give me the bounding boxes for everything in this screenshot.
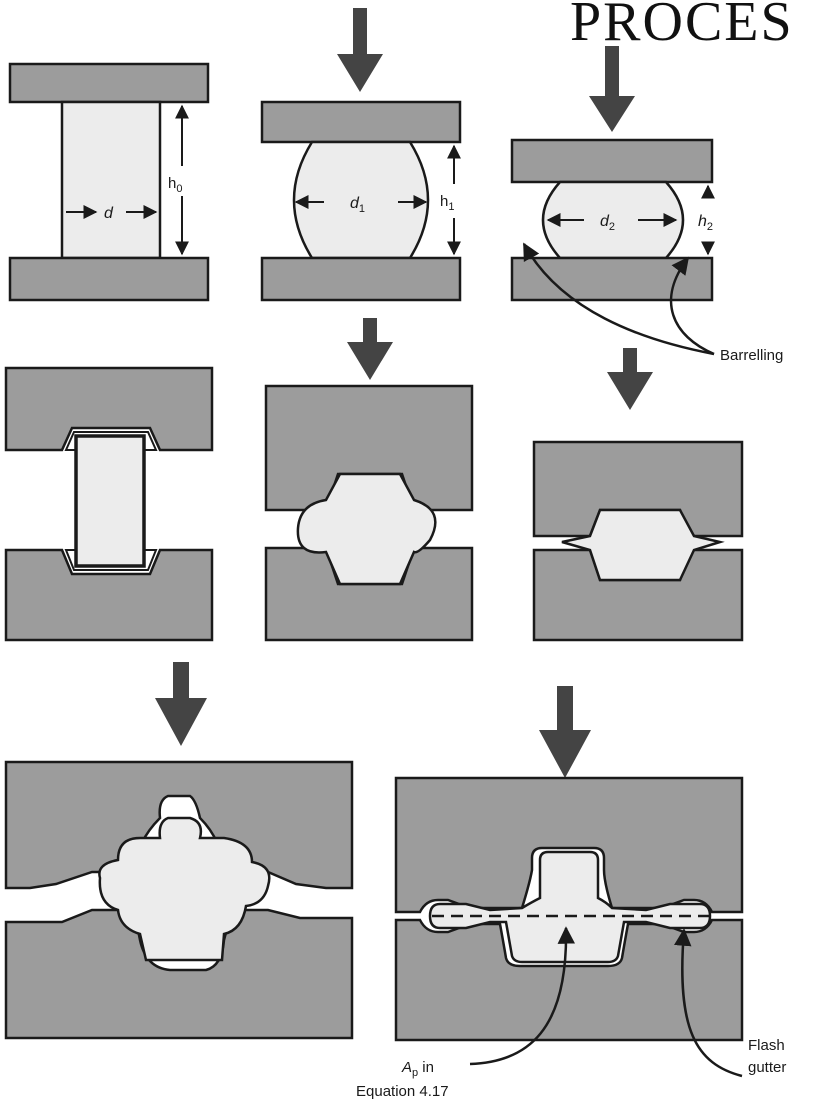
label-d2: d2 <box>600 213 615 233</box>
upper-impression-die <box>264 384 474 512</box>
label-barrelling: Barrelling <box>720 347 783 364</box>
lower-impression-die <box>4 548 214 642</box>
lower-flat-die <box>510 256 714 302</box>
label-equation-ref: Equation 4.17 <box>356 1083 449 1100</box>
panel-flash-final: Flash gutter Ap in Equation 4.17 <box>356 686 786 1100</box>
panel-impression-final <box>532 348 744 642</box>
force-arrow-icon <box>539 686 591 778</box>
upper-flash-die <box>394 776 744 914</box>
fully-filled-workpiece <box>561 508 725 582</box>
force-arrow-icon <box>337 8 383 92</box>
label-h0: h0 <box>168 175 182 195</box>
panel-flash-forming <box>4 662 354 1040</box>
barrelling-leader-right <box>669 256 715 356</box>
lower-flat-die <box>260 256 462 302</box>
label-d1: d1 <box>350 195 365 215</box>
header-title: PROCES <box>570 0 794 53</box>
force-arrow-icon <box>607 348 653 410</box>
workpiece-with-flash-gutter <box>428 850 712 964</box>
cylindrical-billet <box>60 100 162 260</box>
upper-flat-die <box>260 100 462 144</box>
ap-leader-line <box>469 926 576 1066</box>
lower-flat-die <box>8 256 210 302</box>
label-d: d <box>104 205 114 222</box>
panel-impression-initial <box>4 366 214 642</box>
panel-partial-upset: d1 h1 <box>260 8 462 302</box>
upper-flat-die <box>8 62 210 104</box>
lower-flash-die <box>394 918 744 1042</box>
label-ap: Ap in <box>401 1059 434 1079</box>
upper-impression-die <box>4 366 214 452</box>
upper-flat-die <box>510 138 714 184</box>
label-h2: h2 <box>698 213 713 233</box>
panel-impression-partial <box>264 318 474 642</box>
label-gutter: gutter <box>748 1059 786 1076</box>
panel-initial-billet: d h0 <box>8 62 210 302</box>
force-arrow-icon <box>155 662 207 746</box>
force-arrow-icon <box>347 318 393 380</box>
panel-full-upset: d2 h2 Barrelling <box>510 46 783 364</box>
workpiece-with-flash <box>98 816 271 962</box>
lower-flash-die <box>4 908 354 1040</box>
billet-in-cavity <box>74 434 146 568</box>
flash-gutter-leader-line <box>674 928 743 1078</box>
label-h1: h1 <box>440 193 454 213</box>
barrelled-billet <box>292 140 430 260</box>
barrelling-leader-left <box>522 242 715 356</box>
label-flash: Flash <box>748 1037 785 1054</box>
force-arrow-icon <box>589 46 635 132</box>
partially-forged-workpiece <box>296 472 437 586</box>
